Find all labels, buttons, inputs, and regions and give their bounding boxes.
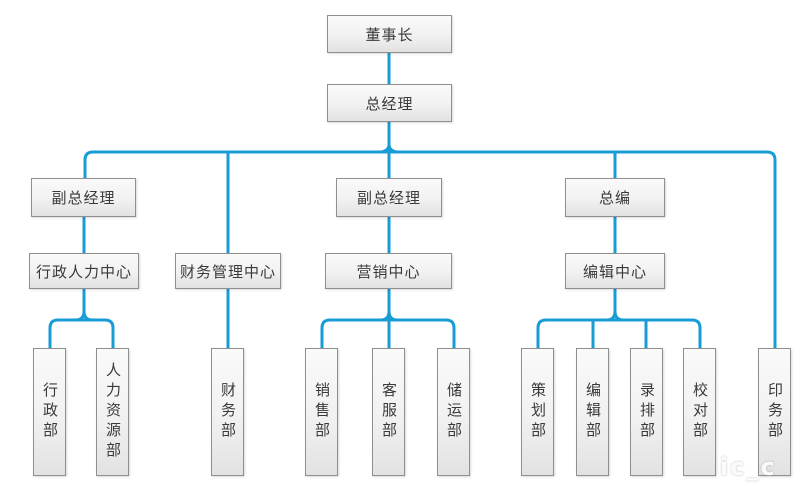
edge-marketing-splitter [320,318,456,349]
org-node-finance-mgmt-center[interactable]: 财务管理中心 [175,253,281,289]
org-node-admin-dept[interactable]: 行政部 [33,348,66,476]
org-node-planning-dept[interactable]: 策划部 [521,348,554,476]
org-node-label: 校对部 [691,382,709,442]
edge-distribution-rail [83,150,777,349]
org-node-finance-dept[interactable]: 财务部 [211,348,244,476]
org-node-hr-dept[interactable]: 人力资源部 [96,348,129,476]
org-node-proofreading-dept[interactable]: 校对部 [683,348,716,476]
org-node-sales-dept[interactable]: 销售部 [305,348,338,476]
org-node-label: 储运部 [445,382,463,442]
org-node-general-manager[interactable]: 总经理 [327,84,452,122]
org-node-label: 财务部 [219,382,237,442]
org-node-label: 人力资源部 [104,362,122,462]
org-node-marketing-center[interactable]: 营销中心 [325,253,452,289]
org-node-label: 策划部 [529,382,547,442]
org-node-storage-transport-dept[interactable]: 储运部 [437,348,470,476]
org-node-editing-dept[interactable]: 编辑部 [576,348,609,476]
org-node-customer-service-dept[interactable]: 客服部 [372,348,405,476]
org-node-label: 行政部 [41,382,59,442]
org-node-deputy-gm-2[interactable]: 副总经理 [336,178,442,217]
org-node-chief-editor[interactable]: 总编 [565,178,665,217]
org-node-printing-dept[interactable]: 印务部 [758,348,791,476]
org-node-editorial-center[interactable]: 编辑中心 [565,253,665,289]
edge-editorial-splitter [536,318,702,349]
edge-adminhr-splitter [48,318,115,349]
org-node-label: 客服部 [380,382,398,442]
org-node-chairman[interactable]: 董事长 [327,15,452,53]
org-node-label: 印务部 [766,382,784,442]
org-node-label: 销售部 [313,382,331,442]
org-node-admin-hr-center[interactable]: 行政人力中心 [29,253,139,289]
org-node-deputy-gm-1[interactable]: 副总经理 [31,178,136,217]
org-node-label: 编辑部 [584,382,602,442]
org-node-typesetting-dept[interactable]: 录排部 [630,348,663,476]
org-node-label: 录排部 [638,382,656,442]
